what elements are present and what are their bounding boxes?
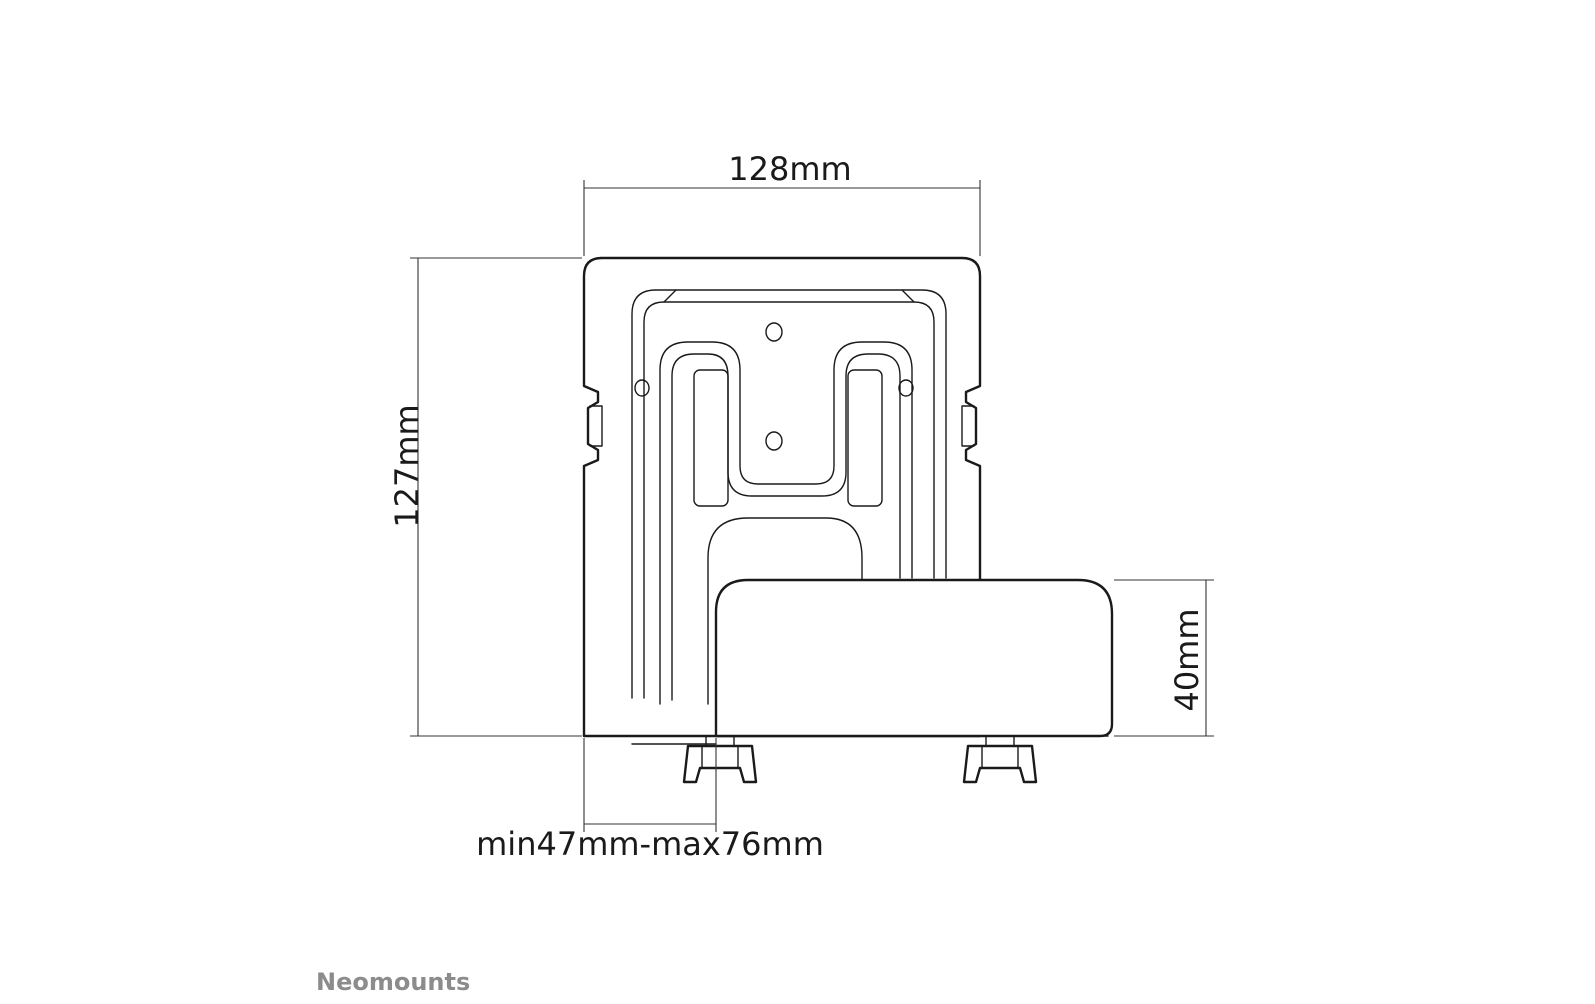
- screw-hole-right: [898, 379, 914, 397]
- depth-range-dimension-label: min47mm-max76mm: [476, 825, 824, 863]
- width-dimension-label: 128mm: [728, 150, 851, 188]
- foot-right-body: [962, 744, 1038, 784]
- foot-stem-left: [705, 735, 735, 747]
- shelf-bottom-edge: [631, 735, 1109, 745]
- shelf-body: [714, 578, 1114, 738]
- foot-left: [682, 744, 758, 784]
- screw-hole-bottom: [765, 431, 783, 451]
- inner-frame-top-edge: [663, 289, 915, 303]
- left-slot: [693, 369, 729, 507]
- right-side-clip: [961, 405, 975, 447]
- foot-stem-right: [985, 735, 1015, 747]
- center-cutout: [707, 517, 863, 705]
- foot-left-body: [682, 744, 758, 784]
- h-rib-outer: [659, 341, 913, 705]
- screw-hole-left: [634, 379, 650, 397]
- height-dimension-label: 127mm: [388, 404, 426, 527]
- support-shelf: [631, 578, 1114, 784]
- brand-logo-text: Neomounts: [316, 968, 470, 996]
- inner-frame: [631, 289, 947, 699]
- dimension-lines: [410, 180, 1214, 832]
- inner-frame-bevel: [643, 301, 935, 699]
- screw-hole-top: [765, 322, 783, 342]
- device-height-dimension-label: 40mm: [1168, 608, 1206, 711]
- left-side-clip: [589, 405, 603, 447]
- h-rib-inner: [671, 353, 901, 701]
- foot-right: [962, 744, 1038, 784]
- right-slot: [847, 369, 883, 507]
- screw-holes: [634, 322, 914, 451]
